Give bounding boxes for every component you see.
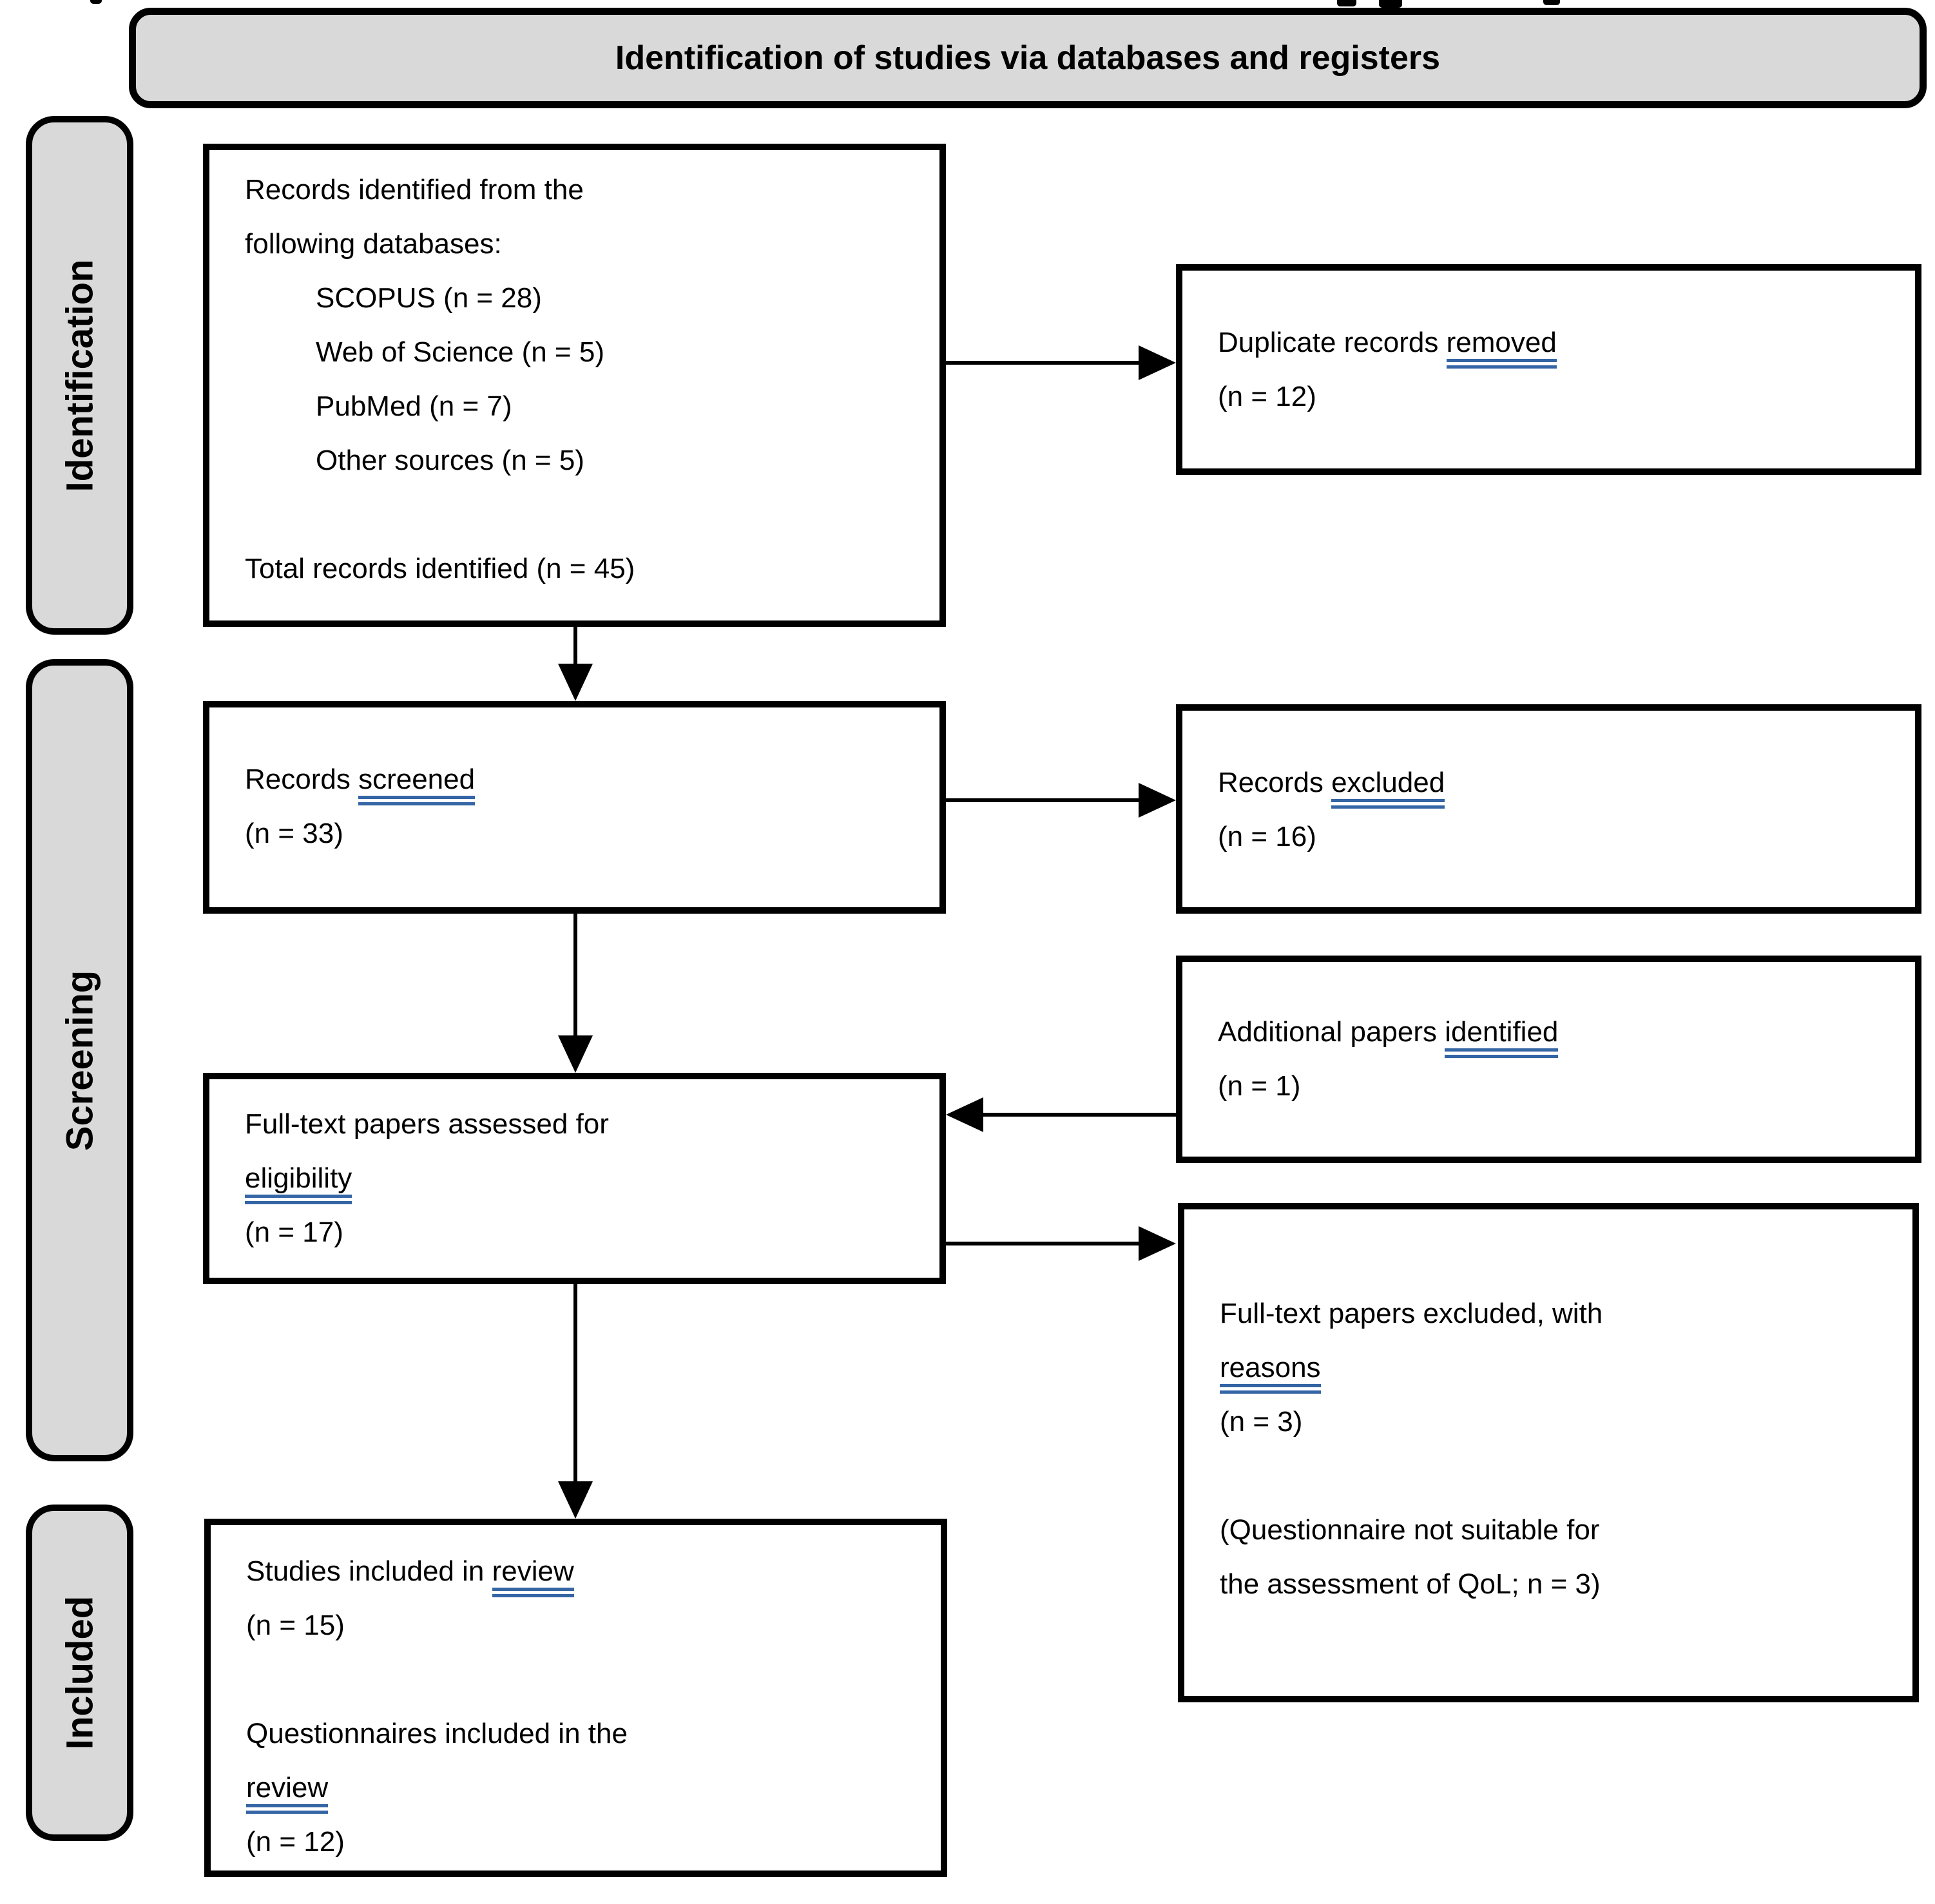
text-line: (n = 12)	[1218, 370, 1909, 424]
text-line	[246, 1653, 934, 1707]
cropped-text-artifact	[1379, 0, 1402, 8]
text-line: (n = 17)	[245, 1206, 933, 1260]
text-line: Records identified from the	[245, 163, 933, 217]
arrowhead-down	[558, 1481, 593, 1519]
text-line: following databases:	[245, 217, 933, 271]
text-line: (n = 15)	[246, 1599, 934, 1653]
text-segment: (Questionnaire not suitable for	[1220, 1514, 1600, 1546]
text-line: Full-text papers excluded, with	[1220, 1287, 1906, 1341]
underlined-text-segment: screened	[358, 764, 476, 805]
text-segment: Full-text papers assessed for	[245, 1108, 609, 1140]
box-records-identified: Records identified from the following dat…	[203, 144, 946, 627]
text-segment: (n = 12)	[1218, 381, 1316, 412]
underlined-text-segment: review	[492, 1555, 574, 1597]
text-line: Studies included in review	[246, 1544, 934, 1599]
stage-label-identification-text: Identification	[59, 259, 101, 492]
text-line: Full-text papers assessed for	[245, 1097, 933, 1151]
text-line: the assessment of QoL; n = 3)	[1220, 1557, 1906, 1611]
text-line: (n = 3)	[1220, 1395, 1906, 1449]
box-records-excluded: Records excluded (n = 16)	[1176, 704, 1921, 914]
text-line: Records excluded	[1218, 756, 1909, 810]
box-fulltext-excluded: Full-text papers excluded, with reasons (n…	[1178, 1203, 1919, 1702]
box-records-screened: Records screened (n = 33)	[203, 701, 946, 914]
text-segment: Questionnaires included in the	[246, 1718, 628, 1749]
text-line: Total records identified (n = 45)	[245, 542, 933, 596]
box-fulltext-assessed: Full-text papers assessed for eligibility…	[203, 1073, 946, 1284]
text-line: Records screened	[245, 753, 933, 807]
text-line: (Questionnaire not suitable for	[1220, 1503, 1906, 1557]
text-segment: Full-text papers excluded, with	[1220, 1298, 1603, 1329]
text-line: (n = 12)	[246, 1815, 934, 1869]
text-line	[245, 488, 933, 542]
underlined-text-segment: identified	[1445, 1016, 1559, 1058]
text-segment: (n = 1)	[1218, 1070, 1301, 1102]
underlined-text-segment: excluded	[1331, 767, 1445, 809]
text-segment: the assessment of QoL; n = 3)	[1220, 1568, 1601, 1600]
cropped-text-artifact	[1337, 0, 1356, 6]
text-line: PubMed (n = 7)	[245, 380, 933, 434]
text-line: (n = 1)	[1218, 1059, 1909, 1113]
arrowhead-down	[558, 1035, 593, 1073]
text-line: SCOPUS (n = 28)	[245, 271, 933, 325]
text-segment: Additional papers	[1218, 1016, 1445, 1048]
text-segment: (n = 16)	[1218, 821, 1316, 852]
cropped-text-artifact	[1543, 0, 1560, 5]
text-line: Additional papers identified	[1218, 1005, 1909, 1059]
arrowhead-right	[1139, 345, 1176, 380]
text-line: Questionnaires included in the	[246, 1707, 934, 1761]
text-line: Web of Science (n = 5)	[245, 325, 933, 380]
stage-label-included-text: Included	[59, 1595, 101, 1750]
text-segment: Duplicate records	[1218, 327, 1447, 358]
text-segment: PubMed (n = 7)	[316, 390, 512, 422]
text-segment: Records	[1218, 767, 1332, 798]
arrowhead-left	[946, 1097, 983, 1132]
arrowhead-right	[1139, 783, 1176, 818]
text-segment: Studies included in	[246, 1555, 492, 1587]
text-line: eligibility	[245, 1151, 933, 1206]
box-studies-included: Studies included in review (n = 15) Quest…	[204, 1519, 947, 1877]
box-duplicate-records-removed: Duplicate records removed (n = 12)	[1176, 264, 1921, 475]
underlined-text-segment: removed	[1446, 327, 1557, 369]
arrowhead-down	[558, 664, 593, 701]
text-line: Duplicate records removed	[1218, 316, 1909, 370]
text-segment: following databases:	[245, 228, 502, 260]
text-line: (n = 16)	[1218, 810, 1909, 864]
box-additional-papers-identified: Additional papers identified (n = 1)	[1176, 956, 1921, 1163]
text-segment: (n = 17)	[245, 1216, 343, 1248]
underlined-text-segment: review	[246, 1772, 329, 1814]
text-segment: (n = 12)	[246, 1826, 345, 1858]
text-segment: Other sources (n = 5)	[316, 445, 584, 476]
arrowhead-right	[1139, 1226, 1176, 1261]
stage-label-included: Included	[26, 1505, 133, 1841]
arrow-line	[946, 361, 1141, 365]
arrow-line	[573, 914, 577, 1039]
text-segment: SCOPUS (n = 28)	[316, 282, 542, 314]
text-line: (n = 33)	[245, 807, 933, 861]
text-segment: Records identified from the	[245, 174, 584, 206]
text-segment: Records	[245, 764, 359, 795]
text-line: reasons	[1220, 1341, 1906, 1395]
arrow-line	[573, 627, 577, 670]
stage-label-screening: Screening	[26, 659, 133, 1461]
cropped-text-artifact	[90, 0, 102, 4]
arrow-line	[573, 1284, 577, 1485]
text-line: review	[246, 1761, 934, 1815]
header-banner: Identification of studies via databases …	[129, 8, 1927, 108]
stage-label-screening-text: Screening	[59, 970, 101, 1151]
text-segment: (n = 15)	[246, 1610, 345, 1641]
arrow-line	[979, 1113, 1176, 1117]
text-line	[1220, 1449, 1906, 1503]
underlined-text-segment: reasons	[1220, 1352, 1321, 1394]
arrow-line	[946, 1242, 1141, 1245]
text-segment: Web of Science (n = 5)	[316, 336, 604, 368]
text-line: Other sources (n = 5)	[245, 434, 933, 488]
stage-label-identification: Identification	[26, 116, 133, 635]
text-segment: (n = 3)	[1220, 1406, 1303, 1438]
text-segment: (n = 33)	[245, 818, 343, 849]
text-segment: Total records identified (n = 45)	[245, 553, 635, 584]
header-title: Identification of studies via databases …	[615, 39, 1441, 77]
arrow-line	[946, 798, 1141, 802]
underlined-text-segment: eligibility	[245, 1162, 352, 1204]
